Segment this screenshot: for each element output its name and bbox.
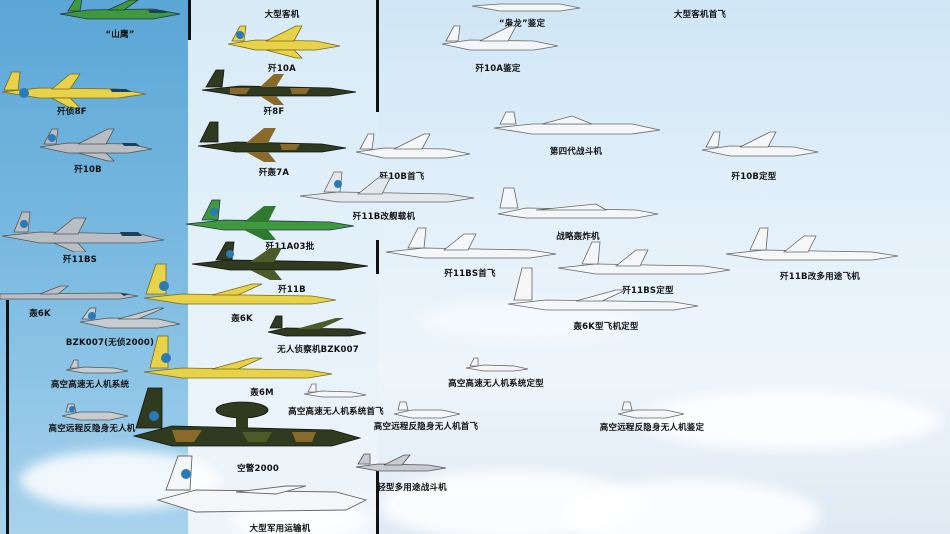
label-hs-uav-final: 高空高速无人机系统定型 — [448, 379, 544, 389]
j11b-carrier-outline-icon — [298, 170, 476, 212]
label-j11a03: 歼11A03批 — [265, 242, 315, 252]
label-hs-uav: 高空高速无人机系统 — [50, 380, 130, 390]
era-divider — [188, 0, 191, 40]
stealth-uav-icon — [60, 402, 130, 424]
label-j10a: 歼10A — [268, 64, 296, 74]
stealth-uav-ding-outline-icon — [616, 400, 686, 422]
label-j11b-multi: 歼11B改多用途飞机 — [780, 272, 860, 282]
j11a03-green-icon — [184, 198, 356, 240]
label-transport: 大型军用运输机 — [249, 524, 311, 534]
bzk007-drone-icon — [78, 304, 182, 336]
label-j10b: 歼10B — [74, 165, 102, 175]
label-j11bs-final: 歼11BS定型 — [622, 286, 674, 296]
era-divider — [376, 470, 379, 534]
h6m-yellow-icon — [142, 334, 334, 384]
label-j10b-first: 歼10B首飞 — [379, 172, 425, 182]
xiaolong-outline-icon — [470, 0, 582, 16]
j10a-outline-icon — [440, 24, 560, 60]
era-divider — [376, 240, 379, 274]
j10b-first-outline-icon — [354, 132, 472, 168]
label-kj2000: 空警2000 — [237, 464, 279, 474]
j10b-final-outline-icon — [700, 130, 820, 166]
label-jh7a: 歼轰7A — [258, 168, 290, 178]
label-stealth-uav-first: 高空远程反隐身无人机首飞 — [373, 422, 479, 432]
label-h6k-r: 轰6K — [231, 314, 253, 324]
bzk007-camo-icon — [266, 312, 368, 342]
cloud — [640, 390, 940, 450]
stealth-uav-first-outline-icon — [392, 400, 462, 422]
label-big-airliner: 大型客机 — [264, 10, 300, 20]
label-h6k: 轰6K — [29, 309, 51, 319]
label-j8f: 歼8F — [263, 107, 285, 117]
label-shanying: “山鹰” — [105, 30, 135, 40]
h6k-final-outline-icon — [506, 266, 700, 316]
label-big-airliner-first: 大型客机首飞 — [673, 10, 727, 20]
label-strategic-bomber: 战略轰炸机 — [556, 232, 600, 242]
label-gen4: 第四代战斗机 — [549, 147, 603, 157]
shanying-trainer-icon — [58, 0, 184, 30]
bomber-outline-icon — [496, 186, 660, 222]
light-fighter-icon — [354, 452, 448, 478]
transport-outline-icon — [156, 454, 368, 524]
jh7a-camo-icon — [196, 120, 348, 164]
label-jz8f: 歼侦8F — [57, 107, 87, 117]
hs-uav-final-outline-icon — [464, 356, 530, 376]
jz8f-yellow-icon — [0, 70, 150, 110]
kj2000-awacs-icon — [132, 386, 362, 458]
label-bzk007: BZK007(无侦2000) — [65, 338, 155, 348]
label-j10a-ding: 歼10A鉴定 — [475, 64, 521, 74]
j11bs-silver-icon — [0, 210, 166, 252]
hs-uav-icon — [64, 358, 130, 378]
era-divider — [6, 300, 9, 534]
j11b-camo-icon — [190, 240, 370, 280]
label-h6m: 轰6M — [250, 388, 274, 398]
j10b-silver-icon — [38, 127, 154, 163]
gen4-outline-icon — [492, 110, 662, 140]
j11bs-final-outline-icon — [556, 240, 732, 282]
label-j10b-final: 歼10B定型 — [731, 172, 777, 182]
era-divider — [376, 0, 379, 112]
h6k-yellow-icon — [142, 262, 338, 310]
label-stealth-uav: 高空远程反隐身无人机 — [48, 424, 136, 434]
h6k-silver-icon — [0, 284, 140, 306]
label-j11b: 歼11B — [278, 285, 306, 295]
j11b-multi-outline-icon — [724, 226, 900, 268]
label-xiaolong-ding: “枭龙”鉴定 — [498, 19, 546, 29]
label-j11bs: 歼11BS — [63, 255, 97, 265]
hs-uav-outline-icon — [302, 382, 368, 402]
j8f-camo-icon — [200, 68, 358, 106]
label-stealth-uav-ding: 高空远程反隐身无人机鉴定 — [599, 423, 705, 433]
label-uav-bzk007: 无人侦察机BZK007 — [277, 345, 359, 355]
j10a-yellow-icon — [226, 24, 342, 60]
label-hs-uav-first: 高空高速无人机系统首飞 — [288, 407, 384, 417]
j11bs-first-outline-icon — [384, 226, 558, 266]
label-h6k-final: 轰6K型飞机定型 — [573, 322, 639, 332]
label-light-fighter: 轻型多用途战斗机 — [377, 483, 447, 493]
cloud — [560, 480, 820, 534]
label-j11bs-first: 歼11BS首飞 — [444, 269, 496, 279]
label-j11b-carrier: 歼11B改舰载机 — [352, 212, 416, 222]
